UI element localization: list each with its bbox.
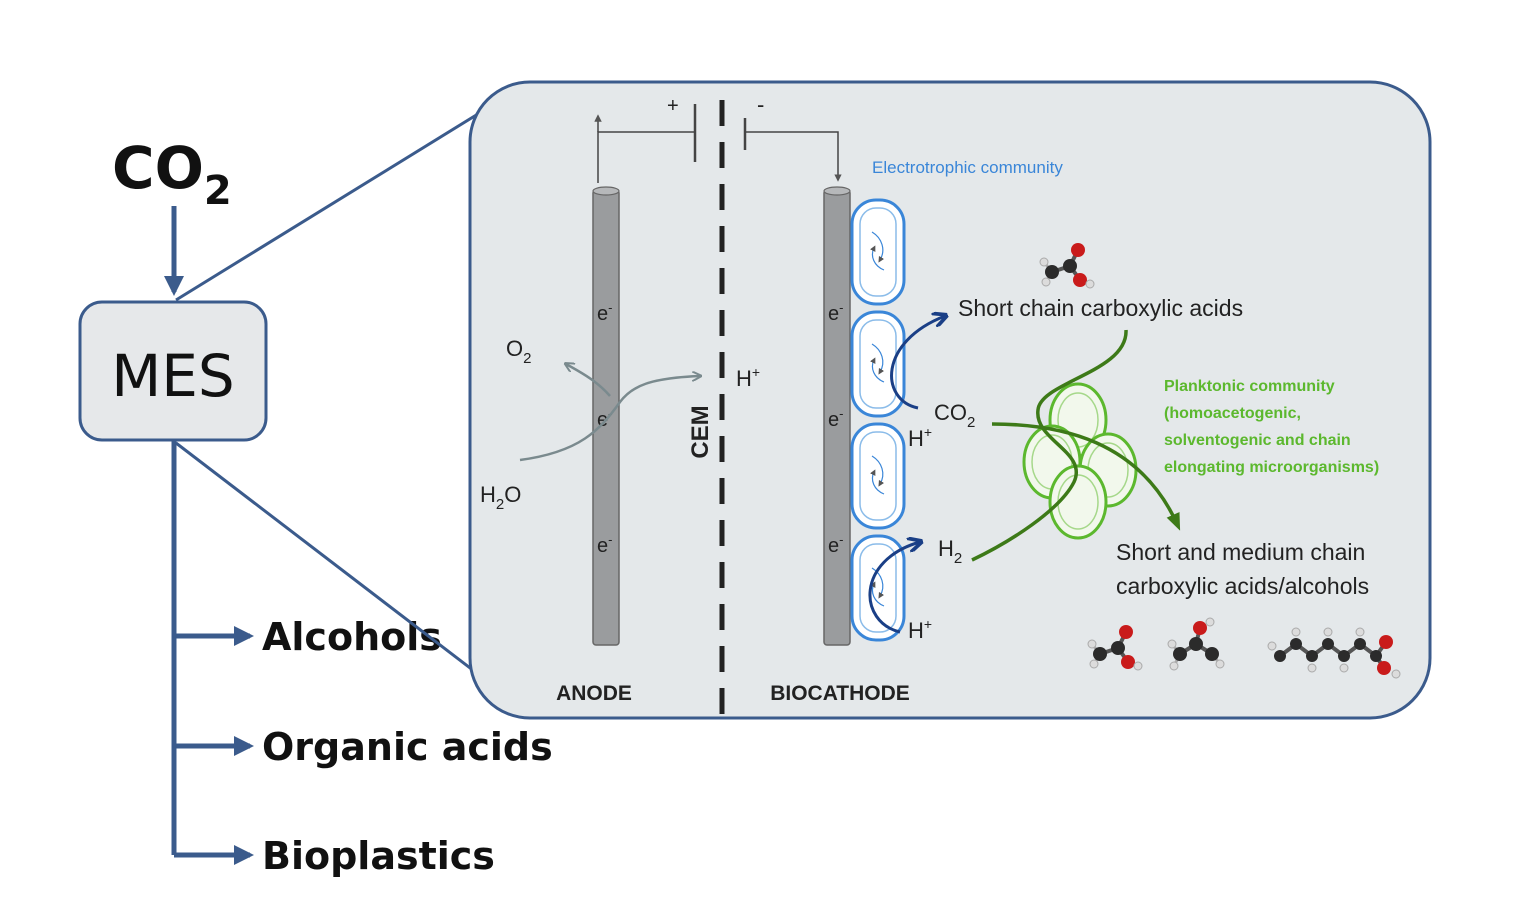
planktonic-label: Planktonic community (homoacetogenic, so… — [1164, 378, 1379, 476]
co2-input-label: CO2 — [112, 134, 232, 214]
zoom-line-top — [175, 91, 513, 302]
biocathode-label: BIOCATHODE — [770, 682, 910, 705]
cell-panel: + - e- e- e- e- e- e- CEM O2 H2O H+ — [468, 80, 1432, 720]
co2-to-acid-arrow — [890, 316, 945, 410]
proton-to-hydrogen-arrow — [868, 542, 920, 634]
bacterium-icon — [852, 424, 904, 528]
electron-label: e- — [597, 532, 612, 557]
proton-label: H+ — [908, 424, 932, 451]
cathode-electrons: e- e- e- — [828, 300, 843, 557]
proton-label: H+ — [908, 616, 932, 643]
mes-label: MES — [111, 342, 235, 410]
battery-terminal-icon — [594, 104, 842, 183]
oxygen-label: O2 — [506, 336, 531, 367]
terminal-minus: - — [757, 92, 764, 117]
output-alcohols: Alcohols — [262, 615, 442, 659]
left-flow: CO2 MES Alcohols Organic acids Bioplasti… — [78, 91, 553, 878]
electron-label: e- — [597, 300, 612, 325]
electron-label: e- — [828, 406, 843, 431]
co2-label: CO2 — [934, 400, 975, 431]
output-organic-acids: Organic acids — [262, 725, 553, 769]
water-oxidation-arrow — [519, 376, 700, 462]
planktonic-flow-line — [971, 329, 1128, 562]
terminal-plus: + — [667, 95, 679, 117]
bacterium-icon — [852, 200, 904, 304]
electron-label: e- — [828, 300, 843, 325]
water-label: H2O — [480, 482, 521, 513]
oxygen-release-arrow — [566, 364, 611, 397]
electron-label: e- — [828, 532, 843, 557]
co2-to-products-arrow — [991, 422, 1181, 531]
bacterium-icon — [852, 312, 904, 416]
zoom-line-bottom — [175, 441, 513, 702]
output-bioplastics: Bioplastics — [262, 834, 495, 878]
short-chain-acids-label: Short chain carboxylic acids — [958, 295, 1243, 321]
electrotrophic-label: Electrotrophic community — [872, 158, 1063, 177]
cell-panel-bg — [468, 80, 1432, 720]
cem-label: CEM — [687, 405, 714, 458]
proton-label-membrane: H+ — [736, 364, 760, 391]
cathode-electrode-top — [823, 186, 851, 196]
hydrogen-label: H2 — [938, 536, 962, 567]
products-label: Short and medium chain carboxylic acids/… — [1116, 539, 1372, 599]
anode-label: ANODE — [556, 682, 632, 705]
anode-electrode-top — [592, 186, 620, 196]
